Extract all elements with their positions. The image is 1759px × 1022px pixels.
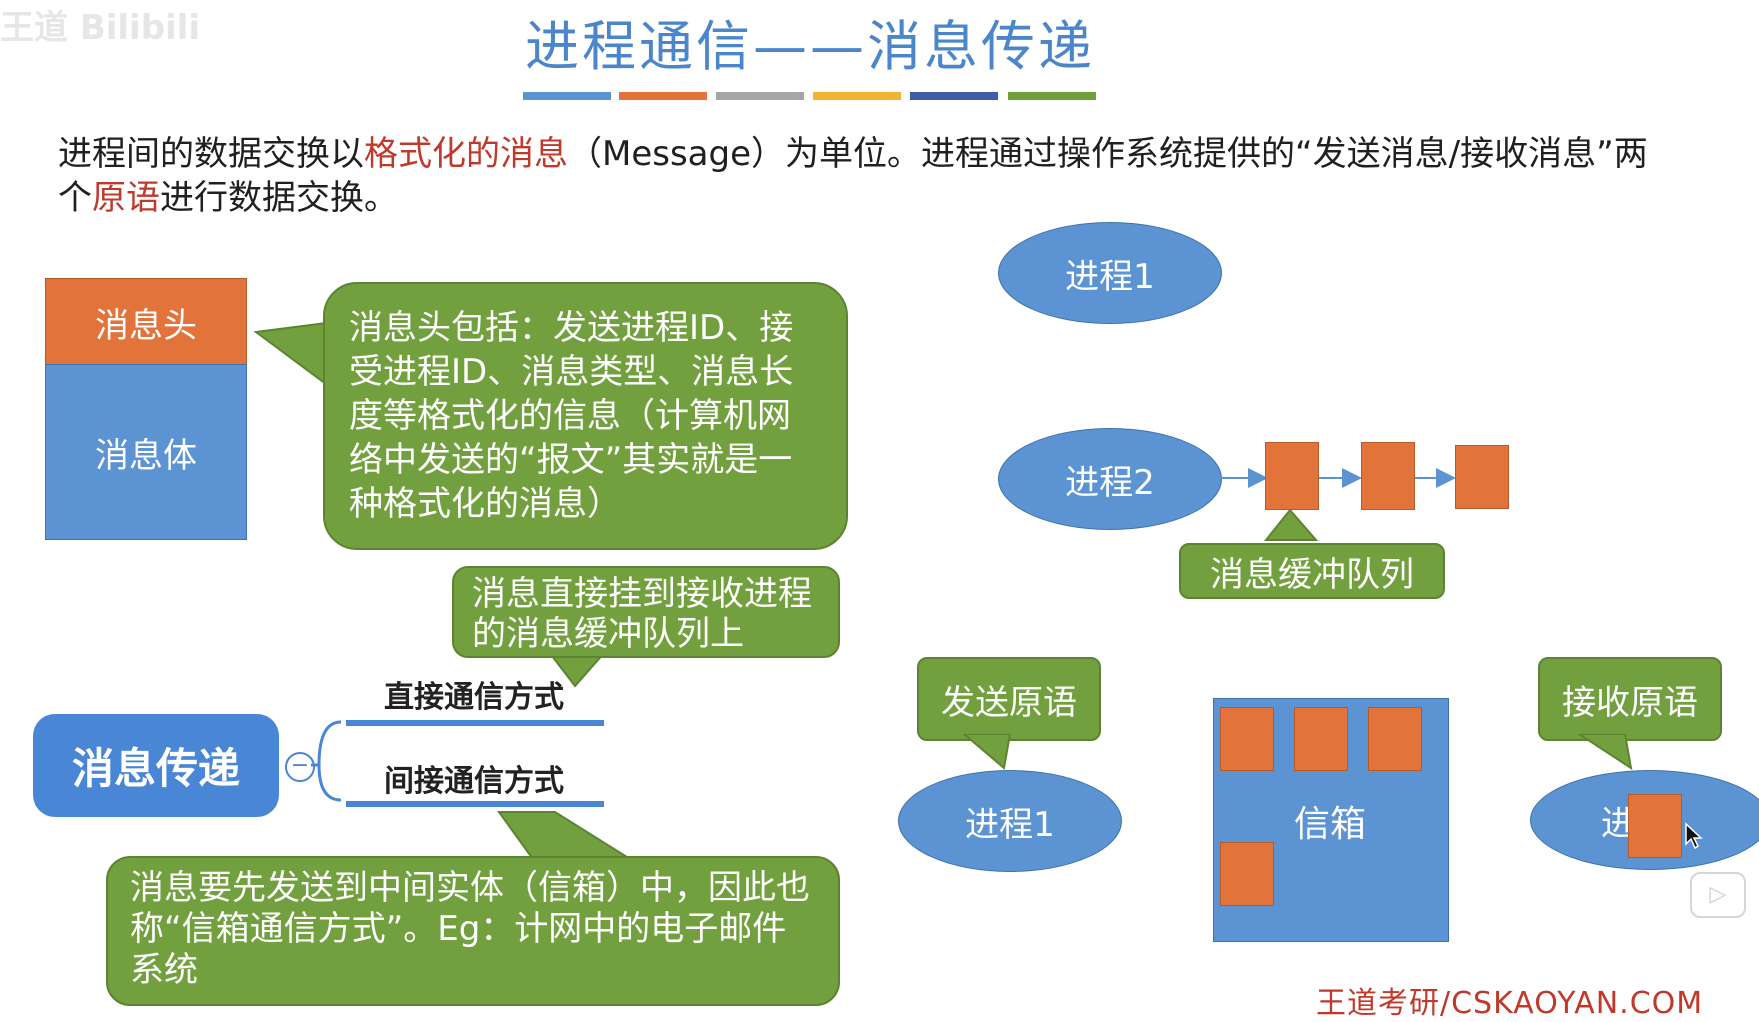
title-stripe-4: [813, 92, 901, 100]
process1-ellipse-bottom: 进程1: [898, 770, 1122, 872]
mailbox-message-4: [1220, 842, 1274, 906]
title-stripe-6: [1008, 92, 1096, 100]
queue-message-1: [1265, 442, 1319, 510]
callout-direct-communication: 消息直接挂到接收进程的消息缓冲队列上: [452, 566, 840, 658]
branch-direct-label[interactable]: 直接通信方式: [384, 680, 564, 715]
queue-message-2: [1361, 442, 1415, 510]
queue-label-pointer: [1263, 508, 1319, 541]
collapse-toggle-button[interactable]: −: [285, 752, 315, 782]
callout-direct-pointer: [547, 652, 607, 688]
process1-ellipse-top: 进程1: [998, 222, 1222, 324]
intro-text-1: 进程间的数据交换以: [58, 134, 364, 174]
intro-text-2: （Message）为单位。进程通过操作系统提供的“发送消息/接收消息”两个: [58, 134, 1648, 218]
title-stripe-1: [523, 92, 611, 100]
message-header-block: 消息头: [45, 278, 247, 366]
receive-primitive-pointer: [1577, 734, 1633, 771]
intro-highlight-primitive: 原语: [92, 178, 160, 218]
callout-indirect-communication: 消息要先发送到中间实体（信箱）中，因此也称“信箱通信方式”。Eg：计网中的电子邮…: [106, 856, 840, 1006]
moving-message-block: [1628, 794, 1682, 858]
mindmap-root-message-passing[interactable]: 消息传递: [33, 714, 279, 817]
branch-indirect-underline: [346, 801, 604, 807]
intro-paragraph: 进程间的数据交换以格式化的消息（Message）为单位。进程通过操作系统提供的“…: [58, 132, 1658, 220]
process2-ellipse: 进程2: [998, 428, 1222, 530]
play-icon[interactable]: ▷: [1690, 872, 1746, 918]
receive-primitive-label: 接收原语: [1538, 657, 1722, 741]
footer-brand: 王道考研/CSKAOYAN.COM: [1316, 986, 1704, 1021]
message-body-block: 消息体: [45, 364, 247, 540]
mailbox-label: 信箱: [1293, 804, 1366, 845]
title-stripe-3: [716, 92, 804, 100]
intro-highlight-message: 格式化的消息: [364, 134, 568, 174]
callout-message-header: 消息头包括：发送进程ID、接受进程ID、消息类型、消息长度等格式化的信息（计算机…: [323, 282, 848, 550]
mindmap-connector: [311, 720, 342, 802]
message-queue-arrows: [1220, 468, 1456, 488]
mailbox-message-2: [1294, 707, 1348, 771]
mouse-cursor-icon: [1685, 822, 1703, 850]
branch-direct-underline: [346, 720, 604, 726]
message-buffer-queue-label: 消息缓冲队列: [1179, 543, 1445, 599]
mailbox-message-3: [1368, 707, 1422, 771]
slide-title: 进程通信——消息传递: [525, 15, 1095, 78]
channel-watermark: 王道 Bilibili: [0, 8, 201, 48]
queue-message-3: [1455, 445, 1509, 509]
send-primitive-pointer: [962, 734, 1012, 770]
mailbox-message-1: [1220, 707, 1274, 771]
title-stripe-2: [619, 92, 707, 100]
branch-indirect-label[interactable]: 间接通信方式: [384, 764, 564, 799]
title-stripe-5: [910, 92, 998, 100]
send-primitive-label: 发送原语: [917, 657, 1101, 741]
intro-text-3: 进行数据交换。: [160, 178, 398, 218]
